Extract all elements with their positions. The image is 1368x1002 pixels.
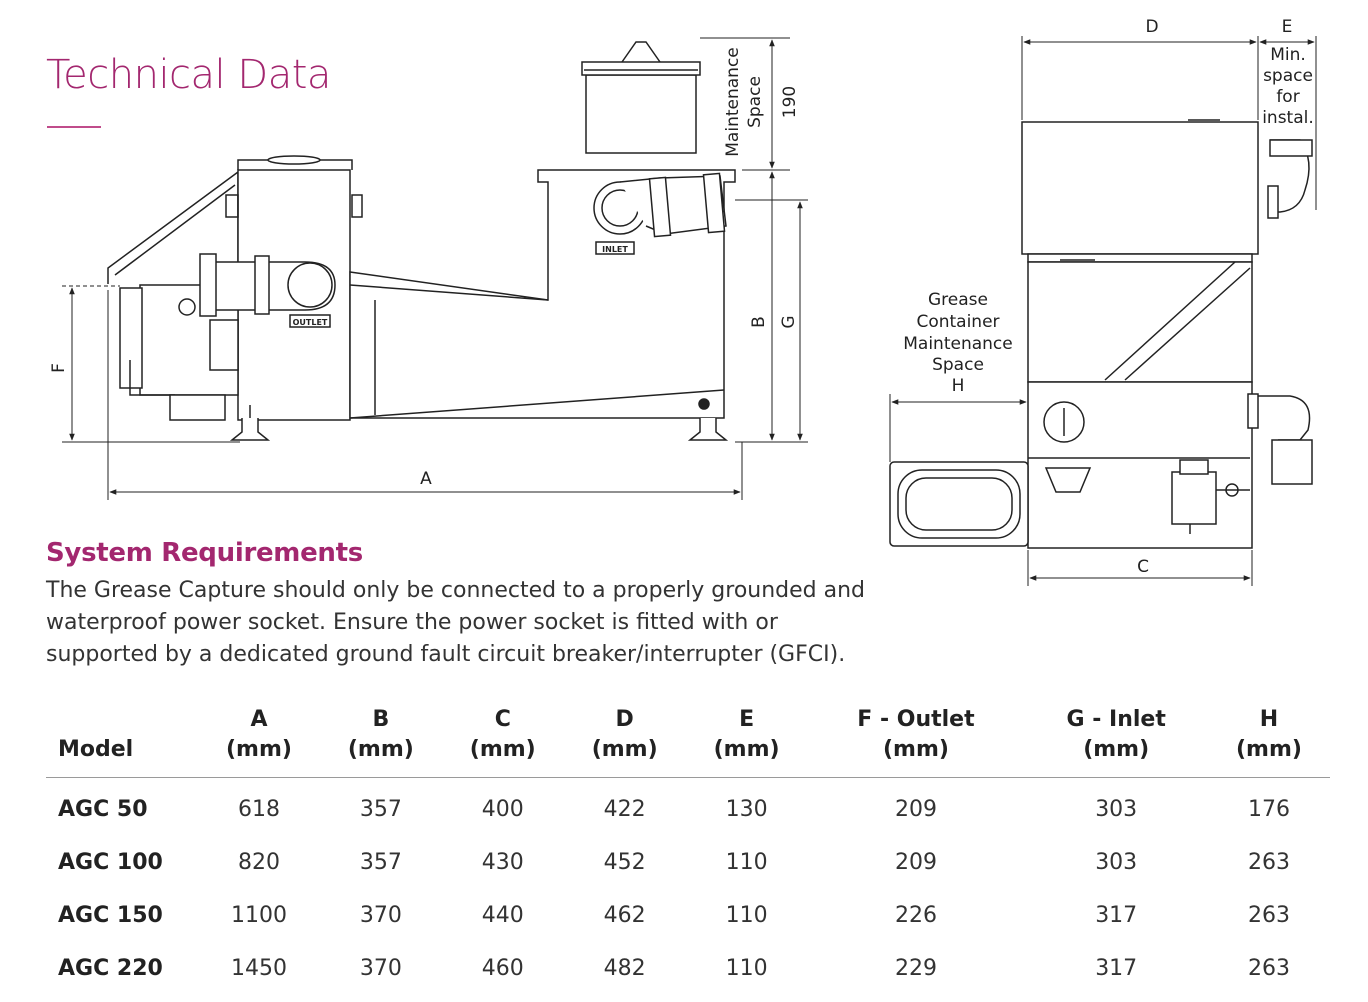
header-e: E(mm) [713,707,780,762]
cell: 229 [894,956,937,981]
cell: 226 [894,903,937,928]
technical-drawing: OUTLET INLET Maintenance Space 190 B G F… [49,17,1317,586]
table-row: AGC 100 820 357 430 452 110 209 303 263 [46,836,1330,889]
dim-c-label: C [1137,557,1149,577]
cell: 130 [725,797,768,822]
cell: 482 [603,956,646,981]
maintenance-label-2: Space [745,76,765,128]
title-underline [47,126,101,128]
cell: 263 [1247,850,1290,875]
grease-note-line-1: Grease [928,290,988,310]
header-c: C(mm) [469,707,536,762]
e-note-line-1: Min. [1270,45,1306,65]
cell: 110 [725,903,768,928]
cell: 430 [481,850,524,875]
e-note-line-4: instal. [1262,108,1314,128]
cell: 422 [603,797,646,822]
cell: 460 [481,956,524,981]
cell: 317 [1095,903,1138,928]
cell: 110 [725,956,768,981]
header-a: A(mm) [225,707,292,762]
cell: 1100 [230,903,287,928]
top-view-drawing [889,119,1313,549]
grease-note-line-5: H [952,376,965,396]
cell: 440 [481,903,524,928]
e-note-line-3: for [1276,87,1299,107]
dim-f-label: F [49,363,69,373]
cell: 1450 [230,956,287,981]
page-title: Technical Data [46,52,331,98]
cell: 452 [603,850,646,875]
dim-a-label: A [420,469,432,489]
cell-model: AGC 150 [58,903,163,928]
grease-note-line-4: Space [932,355,984,375]
header-h: H(mm) [1236,707,1302,762]
cell-model: AGC 100 [58,850,163,875]
dim-g-label: G [779,315,799,328]
maintenance-label-1: Maintenance [723,47,743,156]
cell: 370 [359,956,402,981]
inlet-tag: INLET [602,245,628,254]
e-note-line-2: space [1263,66,1313,86]
cell: 370 [359,903,402,928]
dim-d-label: D [1145,17,1158,37]
table-row: AGC 220 1450 370 460 482 110 229 317 263 [46,942,1330,995]
cell: 462 [603,903,646,928]
cell: 209 [894,797,937,822]
cell: 263 [1247,956,1290,981]
maintenance-value: 190 [780,86,800,118]
grease-note-line-2: Container [916,312,999,332]
table-header-row: Model A(mm) B(mm) C(mm) D(mm) E(mm) F - … [46,705,1330,778]
cell: 176 [1247,797,1290,822]
cell: 357 [359,797,402,822]
cell: 110 [725,850,768,875]
cell: 209 [894,850,937,875]
dim-b-label: B [749,316,769,328]
header-b: B(mm) [347,707,414,762]
grease-note-line-3: Maintenance [903,334,1012,354]
side-view-drawing [107,41,736,441]
dimensions-table: Model A(mm) B(mm) C(mm) D(mm) E(mm) F - … [46,705,1330,995]
cell: 303 [1095,850,1138,875]
header-g-inlet: G - Inlet(mm) [1066,707,1166,762]
cell: 317 [1095,956,1138,981]
header-d: D(mm) [591,707,658,762]
system-requirements-text: The Grease Capture should only be connec… [46,578,866,667]
cell: 618 [237,797,280,822]
cell-model: AGC 220 [58,956,163,981]
table-row: AGC 150 1100 370 440 462 110 226 317 263 [46,889,1330,942]
header-model: Model [58,737,134,762]
outlet-tag: OUTLET [293,318,328,327]
cell: 357 [359,850,402,875]
cell: 263 [1247,903,1290,928]
cell: 303 [1095,797,1138,822]
header-f-outlet: F - Outlet(mm) [857,707,975,762]
cell: 820 [237,850,280,875]
system-requirements-heading: System Requirements [46,538,363,568]
cell: 400 [481,797,524,822]
dim-e-label: E [1282,17,1293,37]
cell-model: AGC 50 [58,797,148,822]
table-row: AGC 50 618 357 400 422 130 209 303 176 [46,778,1330,837]
